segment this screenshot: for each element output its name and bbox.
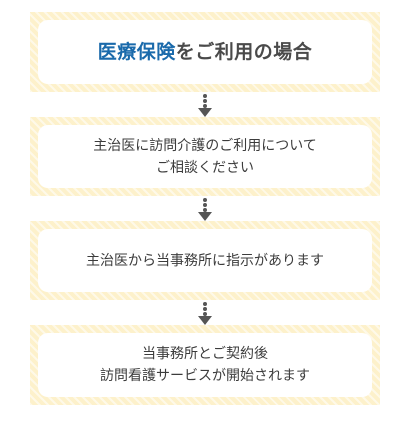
step-text: 主治医から当事務所に指示があります (86, 250, 324, 272)
step-line: 主治医から当事務所に指示があります (86, 252, 324, 269)
title-card: 医療保険をご利用の場合 (38, 20, 372, 84)
step-card: 主治医に訪問介護のご利用について ご相談ください (38, 125, 372, 188)
title-rest: をご利用の場合 (175, 41, 313, 63)
step-line: 主治医に訪問介護のご利用について (93, 137, 317, 154)
step-instruction: 主治医から当事務所に指示があります (30, 221, 380, 300)
title-panel: 医療保険をご利用の場合 (30, 12, 380, 92)
step-text: 当事務所とご契約後 訪問看護サービスが開始されます (100, 343, 310, 387)
step-consult: 主治医に訪問介護のご利用について ご相談ください (30, 117, 380, 196)
dotted-down-arrow-icon (198, 302, 212, 326)
step-contract: 当事務所とご契約後 訪問看護サービスが開始されます (30, 325, 380, 405)
step-card: 当事務所とご契約後 訪問看護サービスが開始されます (38, 333, 372, 397)
title-accent: 医療保険 (97, 41, 176, 63)
dotted-down-arrow-icon (198, 198, 212, 222)
dotted-down-arrow-icon (198, 94, 212, 118)
step-line: ご相談ください (156, 159, 254, 176)
step-card: 主治医から当事務所に指示があります (38, 229, 372, 292)
step-text: 主治医に訪問介護のご利用について ご相談ください (93, 135, 317, 179)
step-line: 訪問看護サービスが開始されます (100, 368, 310, 384)
step-line: 当事務所とご契約後 (142, 346, 268, 362)
page-title: 医療保険をご利用の場合 (98, 41, 313, 63)
